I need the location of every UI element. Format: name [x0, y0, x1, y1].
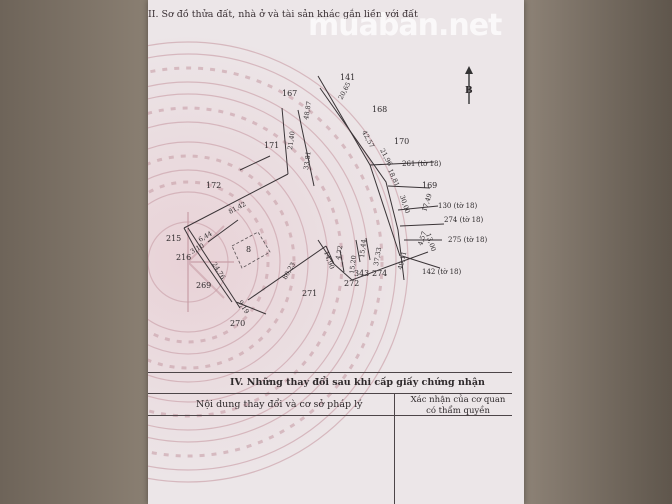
- parcel-label: 215: [166, 234, 181, 243]
- col1-header-cell: [148, 393, 395, 416]
- dimension-label: 18,81: [386, 168, 401, 188]
- col2-header-cell: [394, 393, 512, 416]
- certificate-page: II. Sơ đồ thửa đất, nhà ở và tài sản khá…: [148, 0, 524, 504]
- parcel-label: 269: [196, 281, 211, 290]
- dimension-label: 37,33: [372, 247, 383, 267]
- col1-body-cell: [148, 415, 395, 504]
- table-title-row: IV. Những thay đổi sau khi cấp giấy chứn…: [148, 373, 512, 394]
- col2-header-line1: Xác nhận của cơ quan: [410, 395, 506, 405]
- parcel-label: 271: [302, 289, 317, 298]
- dimension-label: 48,87: [302, 101, 313, 121]
- cadastral-map: 141 167 168 170 171 172 261 (tờ 18) 169 …: [166, 73, 487, 328]
- parcel-label: 169: [422, 181, 437, 190]
- changes-table: IV. Những thay đổi sau khi cấp giấy chứn…: [148, 372, 512, 504]
- col2-header: Xác nhận của cơ quan có thẩm quyền: [408, 395, 508, 417]
- north-label: B: [465, 86, 473, 96]
- section-title: II. Sơ đồ thửa đất, nhà ở và tài sản khá…: [148, 9, 418, 20]
- dimension-label: 33,81: [302, 151, 313, 171]
- parcel-label: 261 (tờ 18): [402, 160, 441, 168]
- dimension-label: 17,49: [420, 192, 433, 212]
- dimension-label: 20,65: [337, 81, 353, 101]
- dimension-label: 3,10: [189, 242, 206, 256]
- col2-header-line2: có thẩm quyền: [426, 406, 490, 416]
- parcel-label: 171: [264, 141, 279, 150]
- parcel-label: 274 (tờ 18): [444, 216, 483, 224]
- parcel-label: 168: [372, 105, 387, 114]
- dimension-label: 81,42: [227, 200, 247, 216]
- north-arrow-icon: B: [465, 66, 473, 104]
- dimension-label: 21,40: [286, 131, 297, 151]
- dimension-label: 4,72: [334, 245, 344, 261]
- dimension-label: 9,19: [236, 299, 250, 316]
- dimension-label: 15,44: [358, 239, 368, 258]
- parcel-label: 8: [246, 245, 251, 254]
- parcel-label: 216: [176, 253, 191, 262]
- dimension-label: 49,11: [396, 250, 408, 270]
- dimension-label: 30,00: [398, 194, 411, 214]
- parcel-label: 130 (tờ 18): [438, 202, 477, 210]
- dimension-label: 14,90: [322, 250, 336, 270]
- parcel-label: 274: [372, 269, 387, 278]
- drum-pattern-watermark: [148, 0, 524, 504]
- dimension-label: 42,57: [360, 129, 376, 149]
- parcel-label: 170: [394, 137, 409, 146]
- dimension-label: 80,23: [281, 261, 297, 281]
- parcel-label: 270: [230, 319, 245, 328]
- col1-header: Nội dung thay đổi và cơ sở pháp lý: [196, 399, 363, 410]
- table-title: IV. Những thay đổi sau khi cấp giấy chứn…: [230, 377, 485, 388]
- dimension-label: 24,76: [210, 261, 227, 281]
- parcel-label: 172: [206, 181, 221, 190]
- site-watermark: muaban.net: [308, 8, 502, 43]
- parcel-label: 343: [354, 269, 369, 278]
- parcel-label: 167: [282, 89, 297, 98]
- parcel-label: 275 (tờ 18): [448, 236, 487, 244]
- parcel-label: 142 (tờ 18): [422, 268, 461, 276]
- parcel-label: 141: [340, 73, 355, 82]
- parcel-label: 272: [344, 279, 359, 288]
- dimension-label: 15,20: [348, 255, 358, 274]
- dimension-label: 6,44: [197, 230, 214, 244]
